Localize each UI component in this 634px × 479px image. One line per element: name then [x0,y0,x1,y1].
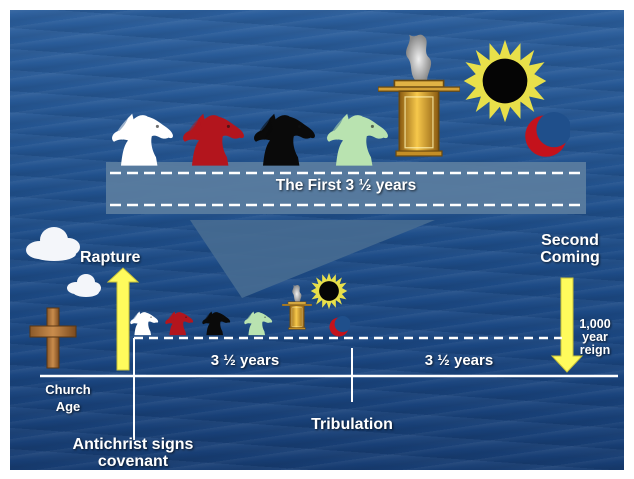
diagram-slide: The First 3 ½ years Rapture Second Comin… [10,10,624,470]
antichrist-covenant-label: Antichrist signs covenant [58,436,208,470]
church-age-label: Church Age [38,382,98,416]
church-age-line2: Age [55,398,81,414]
millennium-label: 1,000 year reign [572,317,618,358]
blood-moon-icon [525,112,570,157]
small-red-horse-icon [165,311,194,336]
antichrist-line1: Antichrist signs [72,436,194,453]
funnel-shape [190,220,435,298]
tribulation-label: Tribulation [311,416,393,433]
cloud-icon [26,227,101,297]
rapture-arrow [106,267,140,371]
small-white-horse-icon [130,311,159,336]
second-coming-arrow [550,277,584,373]
millennium-line3: reign [579,343,611,358]
antichrist-line2: covenant [97,452,169,470]
second-coming-line2: Coming [540,248,600,266]
small-ark-icon [282,284,312,330]
pale-horse-icon [327,113,388,166]
small-sun-icon [310,272,348,310]
small-black-horse-icon [202,311,231,336]
church-age-line1: Church [45,382,91,397]
millennium-line2: year [582,330,608,345]
red-horse-icon [183,113,244,166]
first-half-label: 3 ½ years [210,352,280,369]
diagram-artwork [26,33,618,440]
second-coming-label: Second Coming [520,232,620,267]
eclipsed-sun-icon [463,39,547,123]
black-horse-icon [254,113,315,166]
millennium-line1: 1,000 [579,317,611,331]
rapture-label: Rapture [80,249,141,266]
second-half-label: 3 ½ years [424,352,494,369]
second-coming-line1: Second [541,232,599,249]
small-pale-horse-icon [244,311,273,336]
small-moon-icon [329,316,350,337]
white-horse-icon [112,113,173,166]
banner-title: The First 3 ½ years [275,177,417,194]
ark-icon [378,33,460,157]
cross-icon [29,307,77,369]
